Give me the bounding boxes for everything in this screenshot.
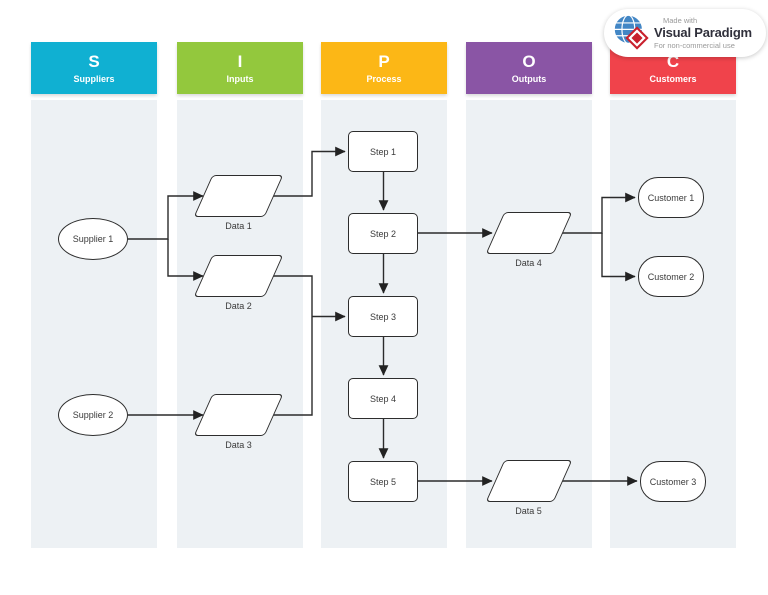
column-letter: P <box>378 51 390 71</box>
visual-paradigm-badge[interactable]: Made with Visual Paradigm For non-commer… <box>604 9 766 57</box>
node-label: Customer 2 <box>647 271 695 282</box>
column-letter: I <box>237 51 243 71</box>
column-label: Outputs <box>511 73 547 84</box>
column-label: Suppliers <box>73 73 115 84</box>
edge-data4-customer2[interactable] <box>601 233 636 282</box>
column-letter: O <box>522 51 536 71</box>
lane-suppliers <box>31 100 157 548</box>
node-label: Step 2 <box>369 228 397 239</box>
node-customer-1[interactable]: Customer 1 <box>638 177 704 218</box>
node-label: Supplier 2 <box>72 410 114 420</box>
node-customer-3[interactable]: Customer 3 <box>640 461 706 502</box>
node-step-3[interactable]: Step 3 <box>348 296 418 337</box>
column-letter: S <box>88 51 100 71</box>
node-step-1[interactable]: Step 1 <box>348 131 418 172</box>
node-step-5[interactable]: Step 5 <box>348 461 418 502</box>
column-header-inputs[interactable]: I Inputs <box>177 42 303 94</box>
node-label-data-5: Data 5 <box>515 506 542 516</box>
node-step-4[interactable]: Step 4 <box>348 378 418 419</box>
column-header-suppliers[interactable]: S Suppliers <box>31 42 157 94</box>
edge-data2-data3-junction[interactable] <box>272 275 313 416</box>
node-supplier-1[interactable]: Supplier 1 <box>58 218 128 260</box>
node-label: Customer 1 <box>647 192 695 203</box>
column-label: Inputs <box>226 73 254 84</box>
node-label: Supplier 1 <box>72 234 114 244</box>
column-label: Customers <box>649 73 697 84</box>
node-supplier-2[interactable]: Supplier 2 <box>58 394 128 436</box>
edge-data4-customer1[interactable] <box>561 192 636 234</box>
node-label: Step 5 <box>369 476 397 487</box>
node-label-data-4: Data 4 <box>515 258 542 268</box>
node-label-data-3: Data 3 <box>225 440 252 450</box>
node-label: Step 4 <box>369 393 397 404</box>
node-label: Step 1 <box>369 146 397 157</box>
edge-supplier1-data1[interactable] <box>128 191 204 240</box>
visual-paradigm-logo-icon <box>613 14 649 50</box>
node-customer-2[interactable]: Customer 2 <box>638 256 704 297</box>
column-header-process[interactable]: P Process <box>321 42 447 94</box>
node-step-2[interactable]: Step 2 <box>348 213 418 254</box>
lane-inputs <box>177 100 303 548</box>
node-label-data-2: Data 2 <box>225 301 252 311</box>
badge-made-with: Made with <box>663 16 698 26</box>
edge-supplier1-data2[interactable] <box>167 239 204 281</box>
node-label-data-1: Data 1 <box>225 221 252 231</box>
node-label: Step 3 <box>369 311 397 322</box>
column-label: Process <box>366 73 402 84</box>
node-label: Customer 3 <box>649 476 697 487</box>
badge-brand: Visual Paradigm <box>654 25 752 41</box>
badge-license: For non-commercial use <box>654 40 735 50</box>
column-header-outputs[interactable]: O Outputs <box>466 42 592 94</box>
edge-data1-step1[interactable] <box>272 146 346 197</box>
